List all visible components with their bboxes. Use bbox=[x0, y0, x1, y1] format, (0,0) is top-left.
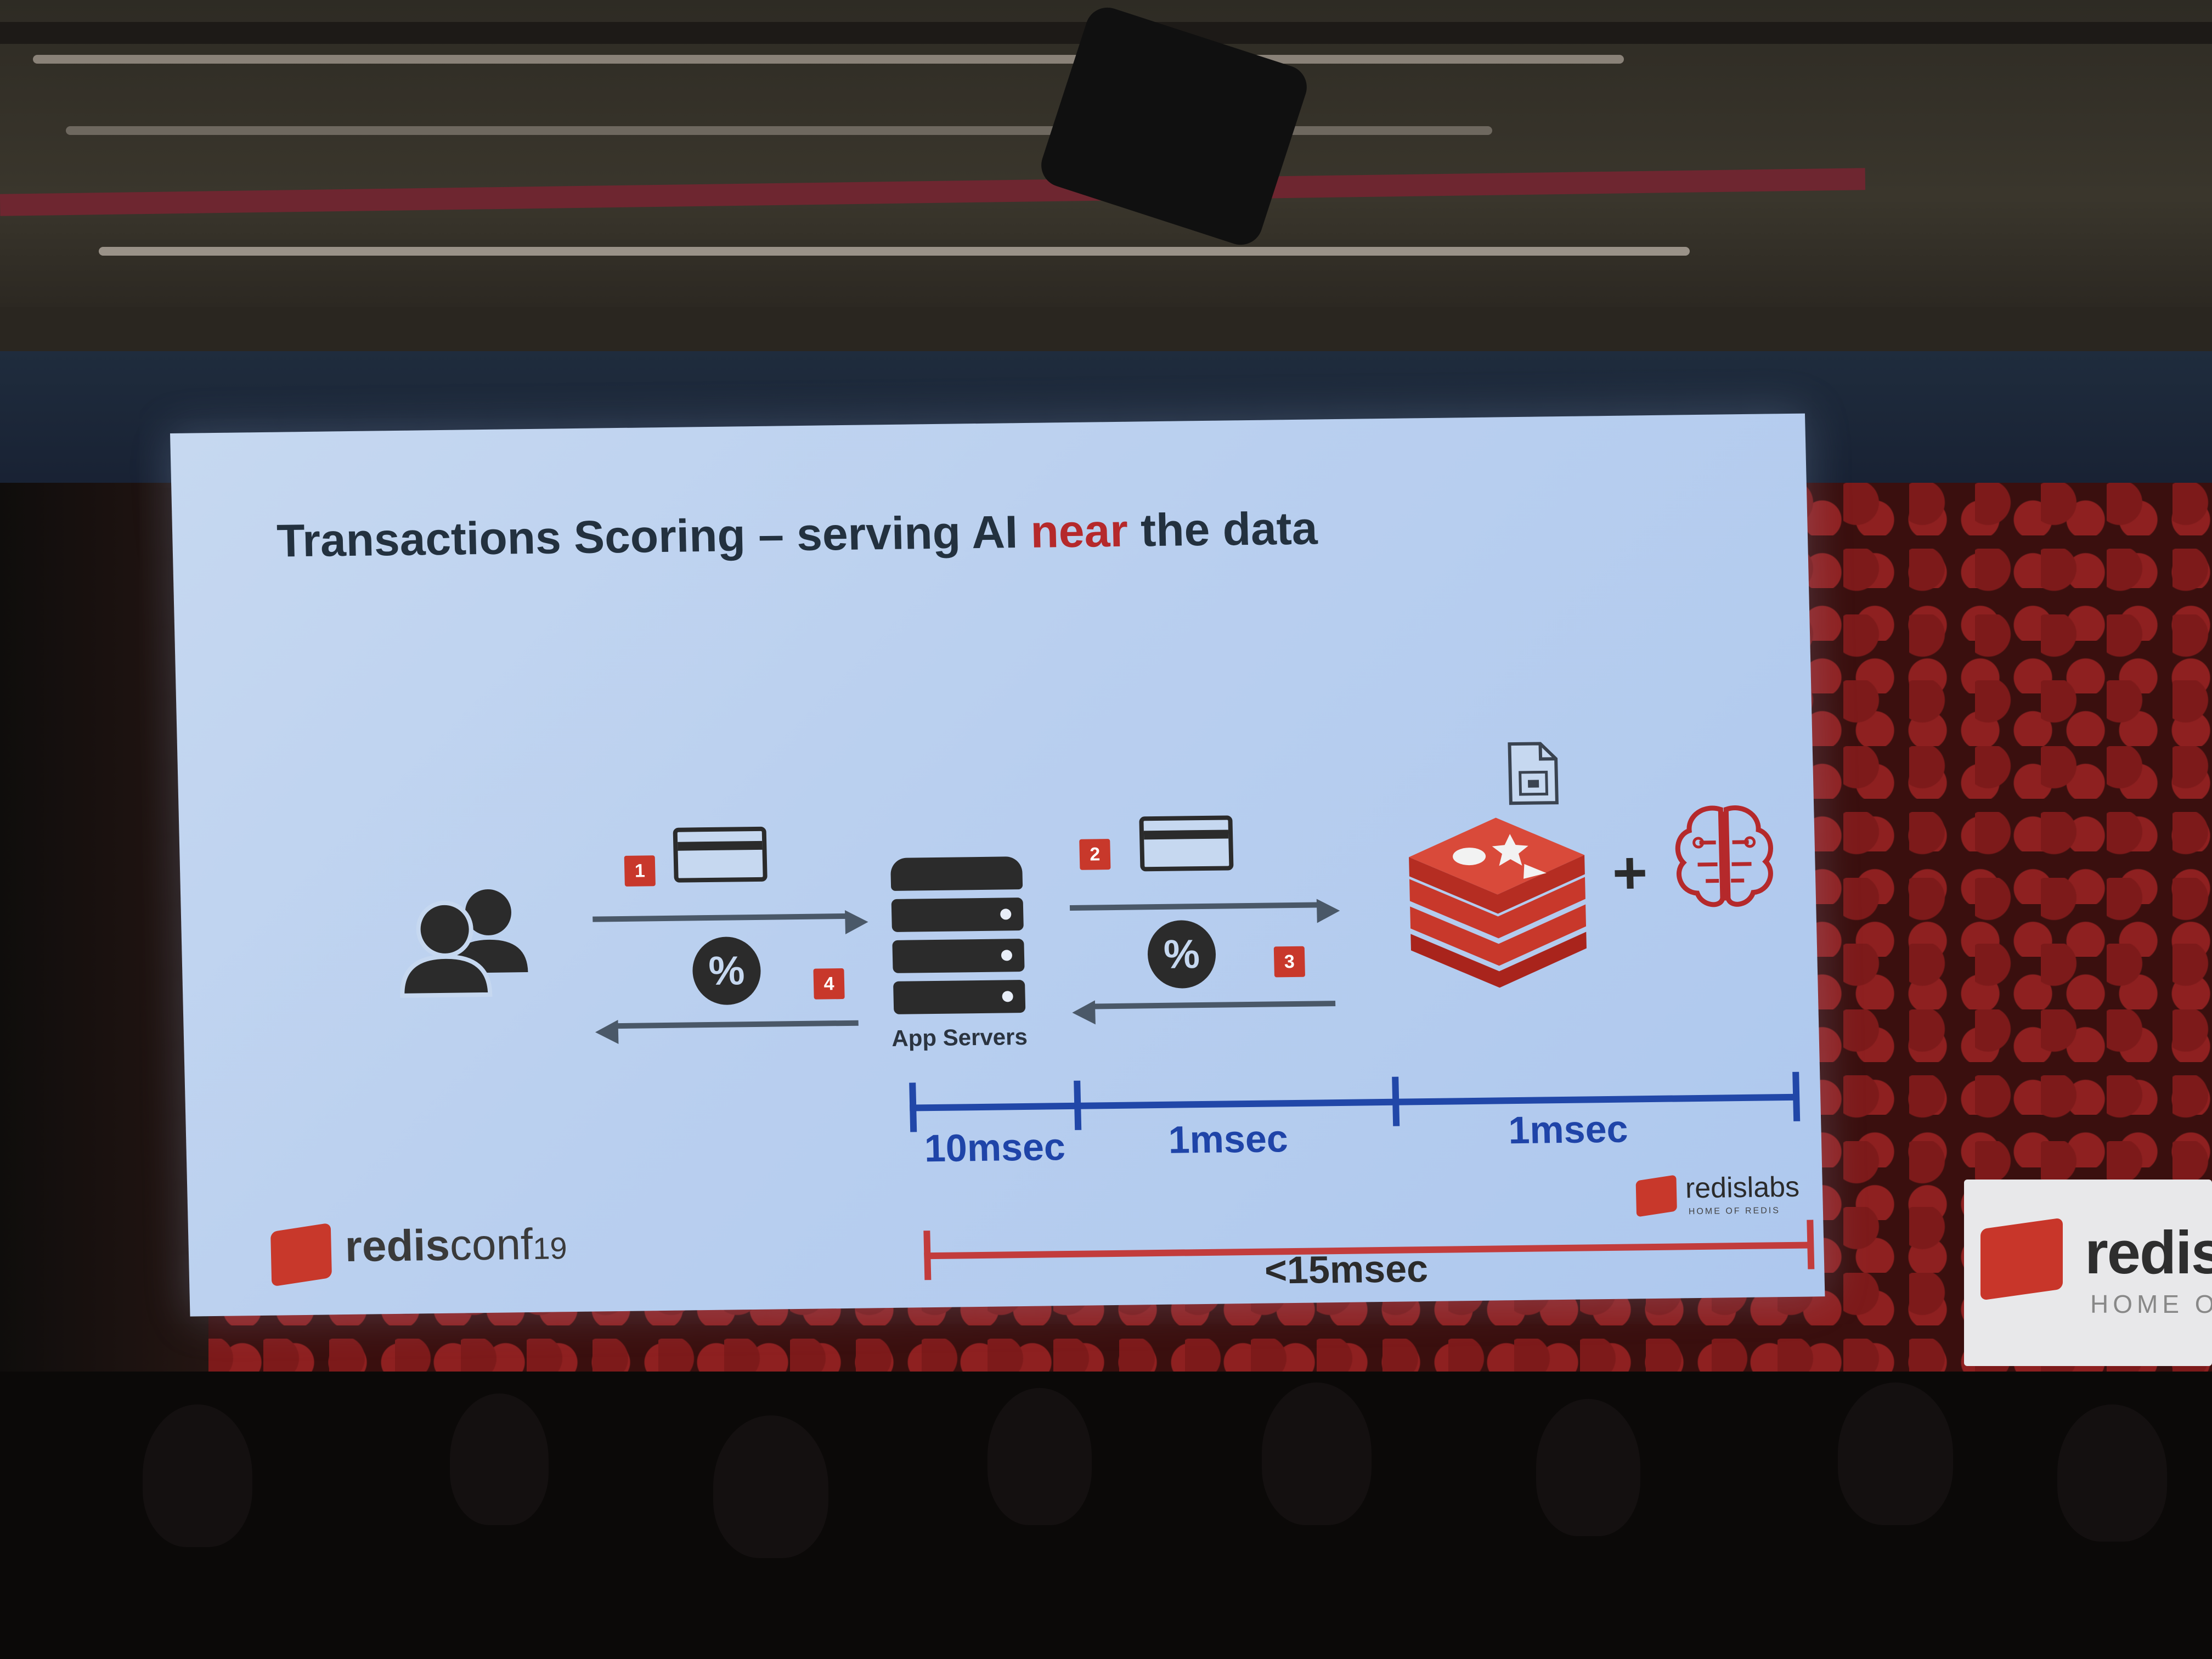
server-unit bbox=[892, 939, 1025, 973]
percent-icon: % bbox=[1147, 919, 1217, 989]
percent-icon: % bbox=[692, 936, 761, 1006]
redislabs-logo: redislabs HOME OF REDIS bbox=[1635, 1160, 1800, 1222]
redisconf-cube-icon bbox=[270, 1222, 332, 1287]
audience-head bbox=[1838, 1383, 1953, 1525]
redis-cube-icon bbox=[1980, 1217, 2063, 1301]
credit-card-icon bbox=[1139, 815, 1234, 872]
arrow-head-right bbox=[1316, 898, 1340, 923]
arrow-request bbox=[1069, 902, 1323, 911]
server-unit bbox=[891, 898, 1024, 932]
step-badge-2: 2 bbox=[1079, 839, 1111, 870]
arrow-response bbox=[617, 1020, 859, 1029]
ceiling-red-pipe bbox=[0, 168, 1866, 216]
plus-sign: + bbox=[1611, 839, 1649, 907]
redisconf-conf: conf bbox=[449, 1219, 534, 1269]
step-badge-4: 4 bbox=[813, 968, 845, 1000]
latency-segment-1: 10msec bbox=[924, 1125, 1066, 1170]
timeline-tick bbox=[1074, 1080, 1082, 1130]
audience-head bbox=[713, 1415, 828, 1558]
slide-title-suffix: the data bbox=[1127, 502, 1318, 556]
audience-head bbox=[1536, 1399, 1640, 1536]
document-icon bbox=[1508, 742, 1559, 805]
redis-cube-icon bbox=[1635, 1175, 1677, 1217]
arrow-head-left bbox=[595, 1020, 619, 1045]
slide-title: Transactions Scoring – serving AI near t… bbox=[276, 501, 1318, 567]
redislabs-logo-text: redislabs bbox=[1685, 1171, 1800, 1205]
latency-segment-3: 1msec bbox=[1508, 1107, 1629, 1152]
slide-title-prefix: Transactions Scoring – serving AI bbox=[276, 505, 1031, 567]
brain-icon bbox=[1675, 805, 1773, 907]
server-unit bbox=[893, 979, 1026, 1014]
arrow-head-right bbox=[845, 910, 869, 934]
timeline-tick bbox=[1807, 1220, 1815, 1269]
venue-redislabs-sign: redisl HOME O bbox=[1964, 1180, 2212, 1366]
timeline-tick bbox=[1392, 1076, 1400, 1126]
audience-silhouettes bbox=[0, 1372, 2212, 1659]
venue-sign-text: redisl bbox=[2085, 1219, 2212, 1286]
server-unit bbox=[890, 856, 1023, 891]
timeline-tick bbox=[909, 1082, 917, 1132]
venue-sign-subtext: HOME O bbox=[2090, 1290, 2212, 1318]
server-led bbox=[1002, 991, 1013, 1002]
server-led bbox=[1000, 909, 1012, 920]
slide-title-accent: near bbox=[1030, 504, 1128, 557]
audience-head bbox=[988, 1388, 1092, 1525]
credit-card-icon bbox=[673, 826, 768, 883]
timeline-tick bbox=[1792, 1071, 1801, 1121]
redisconf-redis: redis bbox=[344, 1220, 450, 1271]
redisconf-logo-text: redisconf19 bbox=[345, 1218, 568, 1272]
redisconf-year: 19 bbox=[532, 1231, 568, 1266]
audience-head bbox=[2057, 1404, 2167, 1542]
arrow-request bbox=[592, 913, 851, 922]
arrow-response bbox=[1094, 1001, 1336, 1009]
latency-segment-2: 1msec bbox=[1167, 1117, 1289, 1161]
redis-cube-icon bbox=[1409, 817, 1587, 988]
step-badge-1: 1 bbox=[624, 855, 656, 887]
audience-head bbox=[143, 1404, 252, 1547]
timeline-tick bbox=[923, 1231, 932, 1280]
app-servers-label: App Servers bbox=[891, 1023, 1028, 1051]
latency-total: <15msec bbox=[1264, 1247, 1429, 1292]
ceiling-pipe bbox=[33, 55, 1624, 64]
ceiling-pipe bbox=[99, 247, 1690, 256]
arrow-head-left bbox=[1071, 1000, 1096, 1025]
step-badge-3: 3 bbox=[1273, 946, 1306, 978]
audience-head bbox=[1262, 1383, 1372, 1525]
projected-slide: Transactions Scoring – serving AI near t… bbox=[170, 413, 1825, 1317]
ceiling-beam bbox=[0, 307, 2212, 351]
latency-timeline-blue bbox=[910, 1093, 1799, 1111]
redislabs-tagline: HOME OF REDIS bbox=[1688, 1206, 1781, 1217]
server-led bbox=[1001, 950, 1013, 961]
audience-head bbox=[450, 1393, 549, 1525]
users-icon bbox=[400, 889, 528, 998]
